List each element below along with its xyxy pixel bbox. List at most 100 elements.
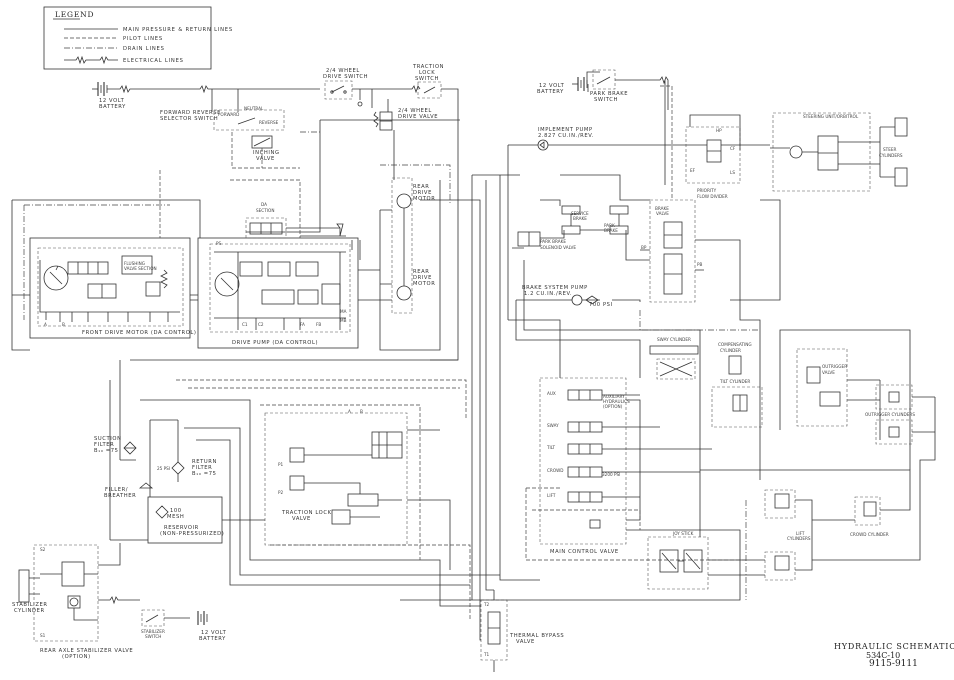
svg-text:LS: LS — [730, 170, 735, 175]
svg-text:CYLINDER: CYLINDER — [720, 348, 741, 353]
svg-text:STABILIZER: STABILIZER — [141, 629, 165, 634]
svg-text:SWITCH: SWITCH — [594, 97, 618, 103]
svg-text:SECTION: SECTION — [256, 208, 274, 213]
svg-text:TILT: TILT — [546, 445, 556, 450]
svg-text:MOTOR: MOTOR — [413, 196, 435, 202]
svg-text:25 PSI: 25 PSI — [157, 466, 170, 471]
svg-text:A: A — [44, 322, 47, 327]
svg-text:CROWD CYLINDER: CROWD CYLINDER — [850, 532, 889, 537]
svg-text:RESERVOIR: RESERVOIR — [164, 525, 199, 531]
svg-text:VALVE: VALVE — [516, 639, 535, 645]
drive-pump: DA SECTION PS MA MB C1 C2 FA FB DRIVE PU… — [197, 202, 359, 349]
svg-text:STEER: STEER — [883, 147, 897, 152]
battery-top: 12 VOLT BATTERY — [537, 77, 588, 95]
svg-text:TRACTION: TRACTION — [412, 64, 444, 70]
inching-valve: INCHING VALVE — [231, 132, 300, 169]
svg-text:LIFT: LIFT — [547, 493, 556, 498]
wheel-drive-switch: 2/4 WHEEL DRIVE SWITCH — [323, 68, 368, 100]
main-control-valve-label: MAIN CONTROL VALVE — [550, 549, 619, 555]
svg-text:VALVE: VALVE — [822, 370, 835, 375]
svg-text:DRIVE SWITCH: DRIVE SWITCH — [323, 74, 368, 80]
svg-text:12 VOLT: 12 VOLT — [201, 630, 227, 636]
svg-text:BRAKE: BRAKE — [604, 228, 618, 233]
svg-text:P2: P2 — [278, 490, 284, 495]
svg-text:700 PSI: 700 PSI — [589, 302, 613, 308]
svg-text:TILT CYLINDER: TILT CYLINDER — [719, 379, 750, 384]
svg-text:RETURN: RETURN — [192, 459, 217, 465]
steer-cylinders: STEER CYLINDERS — [879, 117, 908, 187]
svg-text:COMPENSATING: COMPENSATING — [718, 342, 752, 347]
svg-text:SELECTOR SWITCH: SELECTOR SWITCH — [160, 116, 218, 122]
svg-text:DRIVE VALVE: DRIVE VALVE — [398, 114, 438, 120]
legend-title: LEGEND — [55, 10, 94, 19]
svg-text:(OPTION): (OPTION) — [603, 404, 623, 409]
svg-text:3200 PSI: 3200 PSI — [602, 472, 620, 477]
svg-text:12 VOLT: 12 VOLT — [99, 98, 125, 104]
svg-text:OUTRIGGER: OUTRIGGER — [822, 364, 847, 369]
svg-text:BRAKE: BRAKE — [655, 206, 669, 211]
stabilizer-switch: STABILIZER SWITCH — [98, 596, 165, 639]
svg-text:OUTRIGGER CYLINDERS: OUTRIGGER CYLINDERS — [865, 412, 915, 417]
traction-lock-switch: TRACTION LOCK SWITCH — [412, 64, 444, 99]
top-electrical: 12 VOLT BATTERY 2/4 WHEEL DRIVE SWITCH T… — [92, 64, 673, 200]
svg-text:LIFT: LIFT — [796, 531, 805, 536]
svg-text:FILTER: FILTER — [94, 442, 114, 448]
svg-text:FORWARD REVERSE: FORWARD REVERSE — [160, 110, 221, 116]
svg-text:(NON-PRESSURIZED): (NON-PRESSURIZED) — [160, 531, 224, 537]
svg-text:NEUTRAL: NEUTRAL — [244, 106, 264, 111]
svg-text:S1: S1 — [40, 633, 46, 638]
svg-text:DRIVE: DRIVE — [413, 275, 432, 281]
svg-text:BATTERY: BATTERY — [537, 89, 564, 95]
svg-text:S2: S2 — [40, 547, 46, 552]
battery-left: 12 VOLT BATTERY — [92, 82, 126, 110]
outrigger-valve: OUTRIGGER VALVE — [796, 348, 881, 440]
stabilizer-cylinder: STABILIZER CYLINDER — [12, 569, 47, 614]
svg-text:12 VOLT: 12 VOLT — [539, 83, 565, 89]
svg-text:B₁₀ =75: B₁₀ =75 — [192, 471, 217, 477]
svg-text:PB: PB — [697, 262, 703, 267]
svg-text:T2: T2 — [483, 602, 490, 607]
svg-text:HYDRAULICS: HYDRAULICS — [603, 399, 630, 404]
interconnect-lines — [11, 114, 936, 641]
svg-text:C1: C1 — [242, 322, 248, 327]
reservoir: 100 MESH RESERVOIR (NON-PRESSURIZED) — [147, 496, 224, 544]
outrigger-cylinders: OUTRIGGER CYLINDERS — [865, 384, 935, 445]
legend-item-pilot: PILOT LINES — [123, 36, 163, 42]
svg-text:AUXILIARY: AUXILIARY — [603, 394, 625, 399]
svg-text:PARK BRAKE: PARK BRAKE — [540, 239, 566, 244]
wheel-drive-valve: 2/4 WHEEL DRIVE VALVE — [357, 89, 438, 131]
svg-text:THERMAL BYPASS: THERMAL BYPASS — [509, 633, 564, 639]
svg-text:HP: HP — [716, 128, 722, 133]
svg-text:PS: PS — [216, 241, 222, 246]
svg-text:FA: FA — [300, 322, 305, 327]
svg-text:VALVE SECTION: VALVE SECTION — [124, 266, 157, 271]
svg-text:MESH: MESH — [167, 514, 184, 520]
svg-text:FLUSHING: FLUSHING — [124, 261, 145, 266]
front-drive-motor-label: FRONT DRIVE MOTOR (DA CONTROL) — [82, 330, 197, 336]
svg-text:FILLER/: FILLER/ — [105, 487, 128, 493]
svg-text:(OPTION): (OPTION) — [62, 654, 91, 660]
svg-text:VALVE: VALVE — [256, 156, 275, 162]
sway-cylinder: SWAY CYLINDER — [649, 337, 699, 380]
rear-drive-motor: REAR DRIVE MOTOR REAR DRIVE MOTOR — [380, 177, 435, 314]
svg-text:CYLINDERS: CYLINDERS — [787, 536, 811, 541]
svg-text:PARK: PARK — [604, 223, 615, 228]
svg-text:REAR: REAR — [413, 269, 429, 275]
svg-text:TRACTION LOCK: TRACTION LOCK — [281, 510, 332, 516]
svg-text:P1: P1 — [278, 462, 284, 467]
legend: LEGEND MAIN PRESSURE & RETURN LINES PILO… — [43, 6, 232, 70]
legend-item-drain: DRAIN LINES — [123, 46, 165, 52]
svg-text:BATTERY: BATTERY — [99, 104, 126, 110]
svg-text:BREATHER: BREATHER — [104, 493, 136, 499]
svg-text:2/4 WHEEL: 2/4 WHEEL — [326, 68, 360, 74]
svg-text:PRIORITY: PRIORITY — [697, 188, 717, 193]
return-filter: RETURN FILTER B₁₀ =75 25 PSI — [157, 420, 217, 482]
svg-text:DRIVE: DRIVE — [413, 190, 432, 196]
svg-text:EF: EF — [690, 168, 696, 173]
svg-text:T1: T1 — [483, 652, 490, 657]
joystick: JOY STICK — [647, 531, 709, 590]
svg-text:100: 100 — [170, 508, 182, 514]
thermal-bypass-valve: T2 T1 THERMAL BYPASS VALVE — [480, 590, 564, 672]
svg-text:LOCK: LOCK — [419, 70, 435, 76]
svg-text:A: A — [348, 409, 351, 414]
